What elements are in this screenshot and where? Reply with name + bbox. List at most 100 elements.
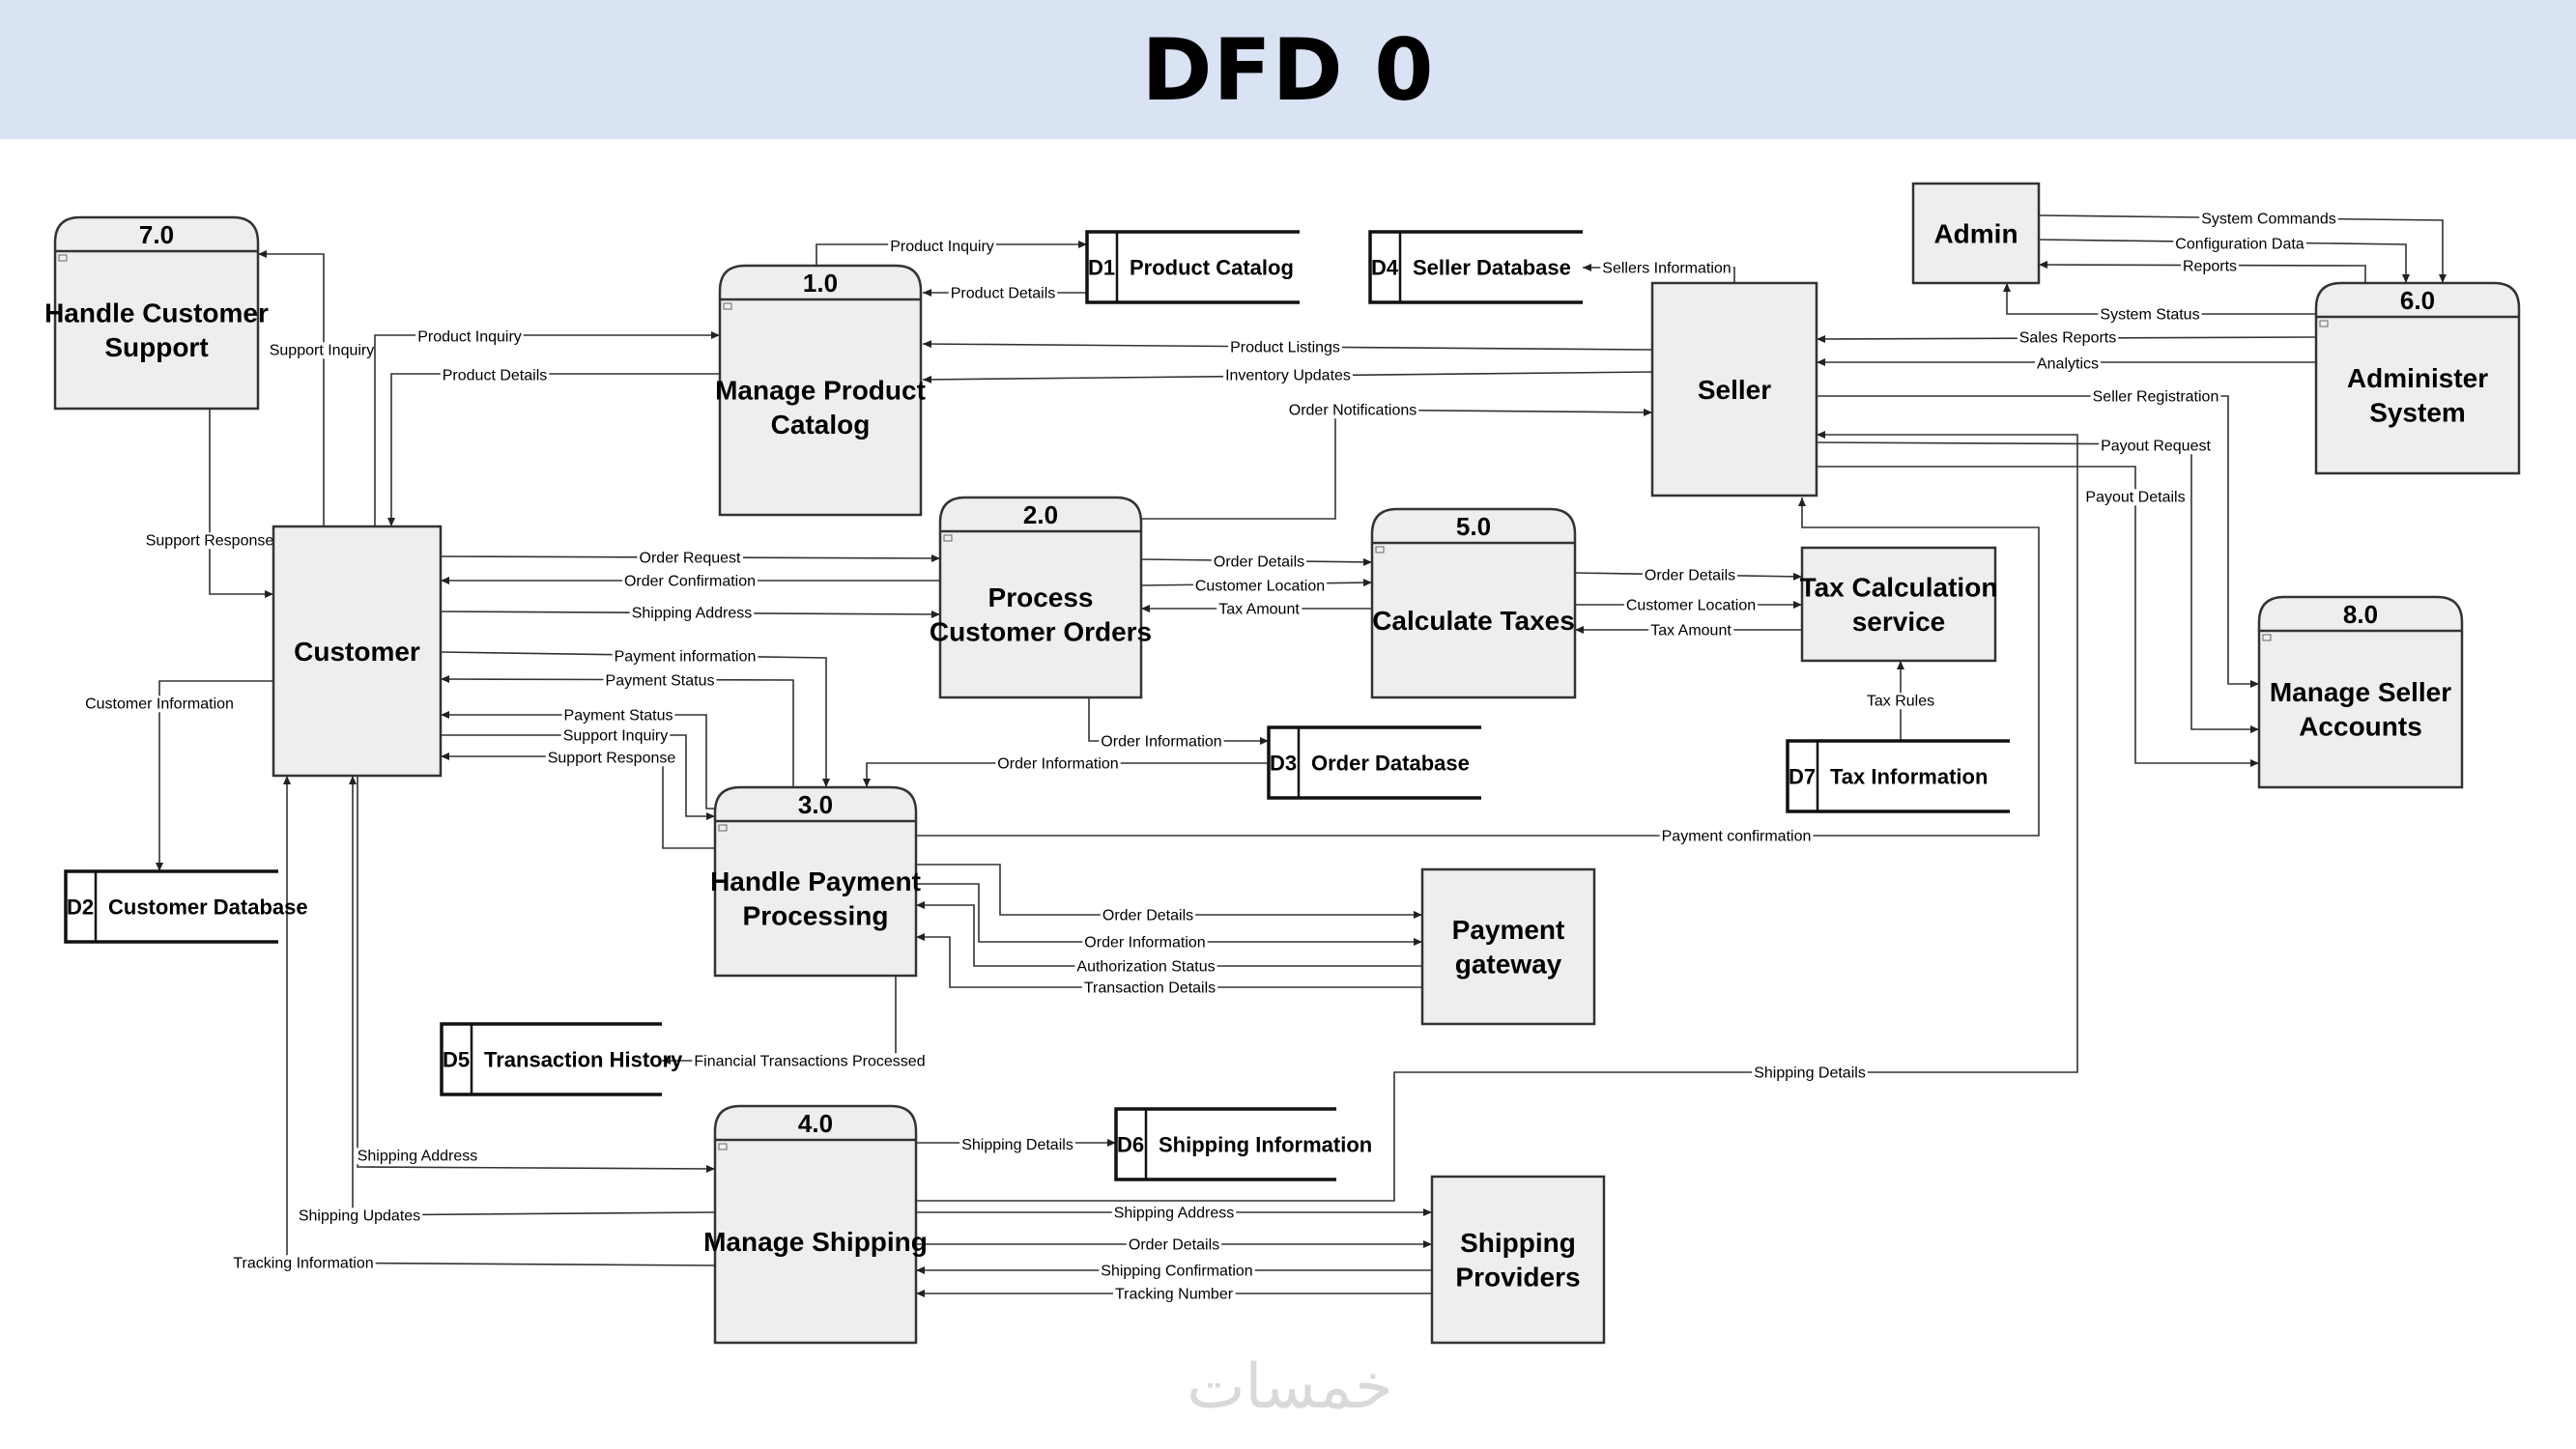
flow-label: Tracking Number <box>1115 1286 1234 1302</box>
process-name-line: Administer <box>2347 363 2488 393</box>
flow-label: Authorization Status <box>1076 958 1215 975</box>
flow-label: Support Inquiry <box>563 727 669 744</box>
entity-name-line: Admin <box>1933 218 2018 248</box>
flow-label: Shipping Details <box>961 1137 1073 1153</box>
flow-payment-status-1: Payment Status <box>440 672 794 787</box>
flow-tax-rules: Tax Rules <box>1864 661 1937 741</box>
flow-label: Reports <box>2183 258 2237 274</box>
flow-label: Shipping Address <box>358 1148 478 1164</box>
flow-tax-amount-p5: Tax Amount <box>1141 601 1372 618</box>
process-number: 6.0 <box>2400 286 2435 315</box>
flow-product-details-d1: Product Details <box>923 285 1087 302</box>
flow-label: Tax Rules <box>1867 693 1934 709</box>
flow-sales-reports: Sales Reports <box>1816 329 2317 347</box>
flow-label: Seller Registration <box>2093 388 2219 405</box>
datastore-code: D4 <box>1371 256 1399 280</box>
datastore-name: Product Catalog <box>1130 256 1294 280</box>
flow-configuration-data: Configuration Data <box>2038 236 2410 283</box>
title-bar: DFD 0 <box>0 0 2576 139</box>
flow-label: Order Information <box>1101 733 1221 750</box>
flow-customer-information: Customer Information <box>83 680 273 871</box>
flow-label: Order Details <box>1214 554 1304 570</box>
flow-order-information-pg: Order Information <box>916 883 1422 952</box>
process-name-line: Catalog <box>771 410 871 440</box>
flow-label: System Commands <box>2201 211 2336 227</box>
watermark-logo: خمسات <box>1187 1351 1392 1423</box>
datastore-code: D1 <box>1088 256 1115 280</box>
datastore-code: D7 <box>1789 765 1816 789</box>
datastore-d7: D7 Tax Information <box>1786 739 2010 813</box>
page-title: DFD 0 <box>1141 19 1435 120</box>
flow-label: Payment information <box>615 648 757 665</box>
flow-label: Shipping Updates <box>299 1208 420 1224</box>
flow-label: Payment Status <box>564 707 673 724</box>
process-name-line: Accounts <box>2299 712 2422 742</box>
flow-payment-status-2: Payment Status <box>441 707 715 810</box>
entity-name-line: Providers <box>1455 1263 1580 1293</box>
process-name-line: Process <box>988 582 1094 612</box>
flow-label: Order Details <box>1102 907 1193 923</box>
flow-customer-location-tax: Customer Location <box>1575 597 1802 614</box>
flow-payout-details: Payout Details <box>1817 466 2259 767</box>
flow-sellers-information: Sellers Information <box>1583 260 1735 283</box>
entity-name-line: Shipping <box>1460 1228 1576 1258</box>
flow-tracking-number: Tracking Number <box>916 1286 1432 1303</box>
flow-label: Payment confirmation <box>1662 828 1812 844</box>
flow-payment-information: Payment information <box>440 648 830 787</box>
flow-label: Product Listings <box>1230 339 1340 355</box>
flow-label: Customer Location <box>1195 578 1325 594</box>
flow-payment-confirmation: Payment confirmation <box>916 497 2040 845</box>
flow-label: Transaction Details <box>1084 980 1216 996</box>
flow-label: Product Details <box>443 367 548 384</box>
flow-label: Payout Request <box>2101 438 2211 454</box>
datastore-name: Shipping Information <box>1159 1133 1372 1157</box>
flow-order-information-d3: Order Information <box>1088 697 1269 751</box>
process-number: 4.0 <box>798 1109 833 1138</box>
flow-shipping-details-d6: Shipping Details <box>916 1136 1116 1153</box>
flow-label: Configuration Data <box>2175 236 2304 252</box>
datastore-name: Transaction History <box>484 1048 683 1072</box>
datastore-name: Tax Information <box>1830 765 1988 789</box>
datastore-name: Order Database <box>1311 752 1470 776</box>
flow-order-information-p3: Order Information <box>863 755 1269 787</box>
flow-order-details-pg: Order Details <box>916 864 1422 924</box>
process-name-line: Manage Shipping <box>703 1227 928 1257</box>
flow-analytics: Analytics <box>1817 355 2316 373</box>
flow-label: Analytics <box>2037 355 2099 372</box>
flow-label: Customer Location <box>1626 597 1756 613</box>
process-name-line: Processing <box>743 901 889 931</box>
flow-shipping-address-p2: Shipping Address <box>440 605 941 622</box>
flow-seller-registration: Seller Registration <box>1817 388 2259 688</box>
entity-seller: Seller <box>1650 281 1818 497</box>
flow-label: Tax Amount <box>1218 601 1300 617</box>
flow-payout-request: Payout Request <box>1816 438 2259 733</box>
flow-label: Product Inquiry <box>890 239 994 255</box>
process-name-line: Handle Customer <box>44 298 269 327</box>
flow-label: Order Information <box>997 755 1118 772</box>
flow-label: Tax Amount <box>1650 622 1732 639</box>
flow-inventory-updates: Inventory Updates <box>922 367 1653 384</box>
flow-shipping-confirmation: Shipping Confirmation <box>916 1263 1432 1280</box>
process-name-line: Manage Product <box>715 375 926 405</box>
flow-label: Order Information <box>1084 934 1205 951</box>
flow-order-notifications: Order Notifications <box>1141 402 1653 520</box>
datastore-name: Customer Database <box>108 895 308 920</box>
process-number: 7.0 <box>139 220 174 249</box>
flow-label: Order Notifications <box>1289 402 1417 418</box>
process-number: 1.0 <box>803 269 838 298</box>
flow-label: Product Details <box>951 285 1056 301</box>
process-number: 2.0 <box>1023 500 1058 529</box>
entity-name-line: Customer <box>294 637 420 667</box>
flow-system-commands: System Commands <box>2038 211 2447 283</box>
flow-order-details-tax: Order Details <box>1574 567 1803 584</box>
